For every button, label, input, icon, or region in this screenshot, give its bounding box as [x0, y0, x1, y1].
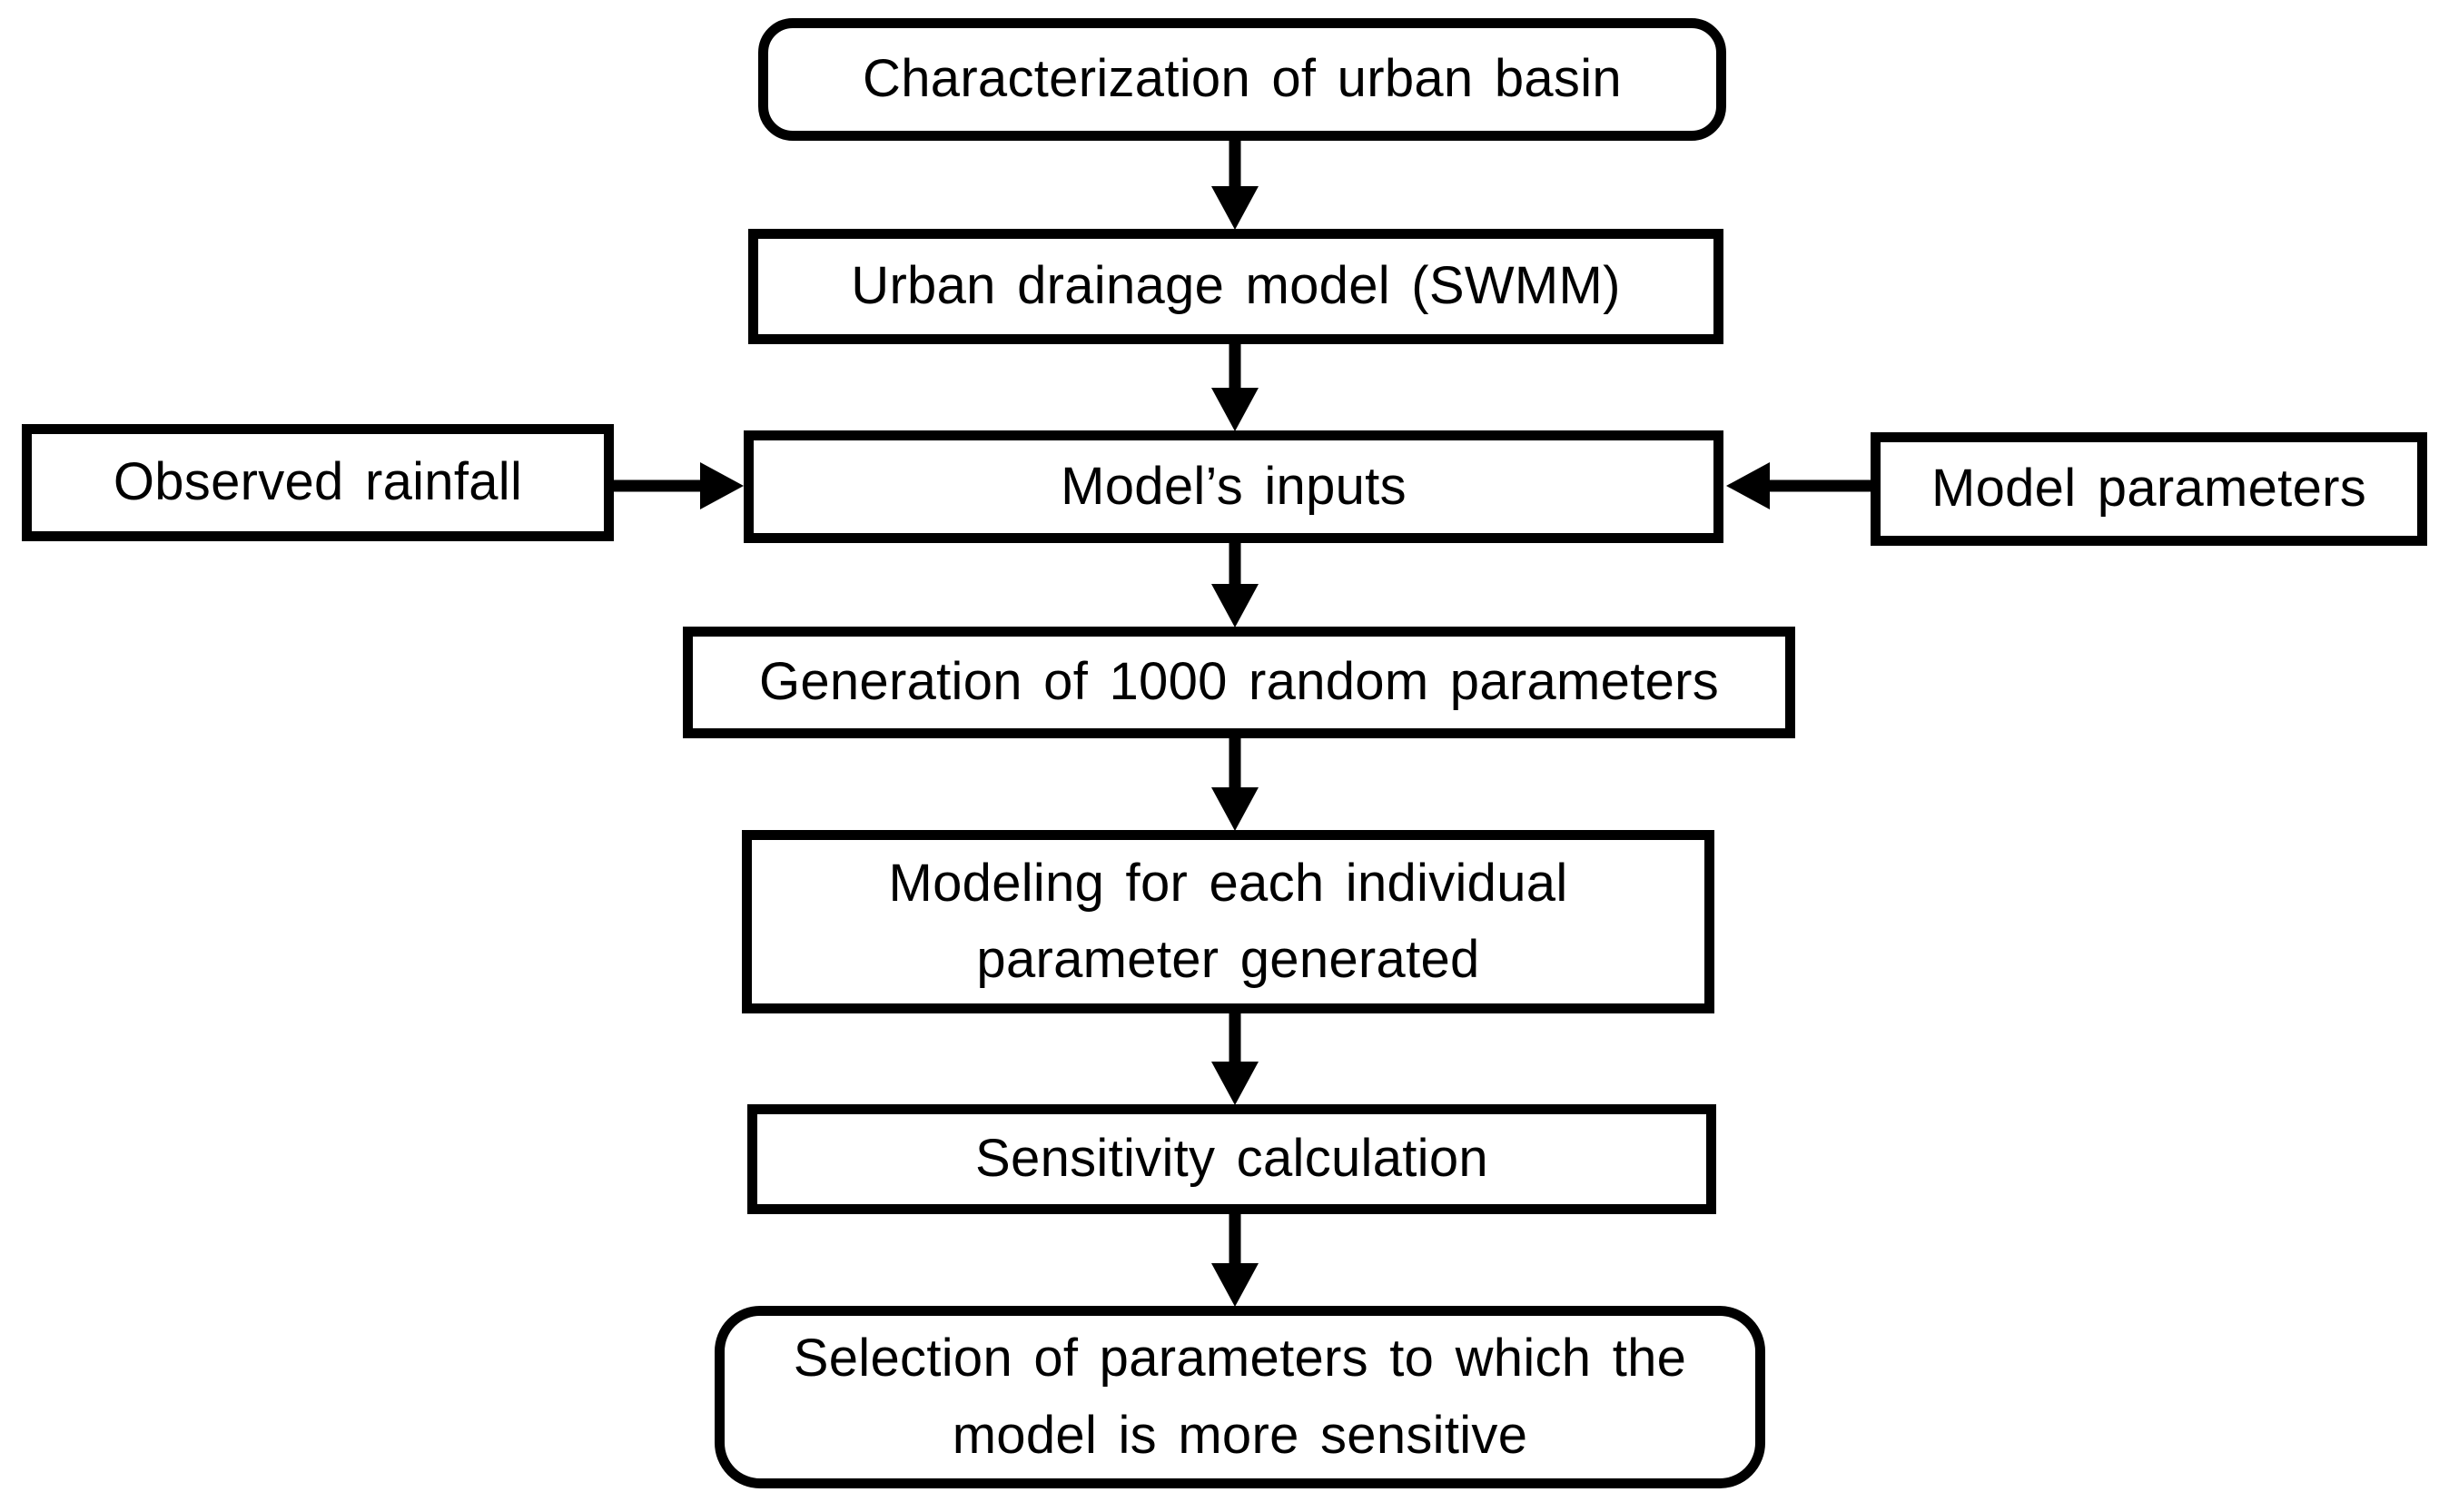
arrow-generation-to-modeling-icon: [1211, 734, 1259, 831]
arrow-sensitivity-to-selection-icon: [1211, 1211, 1259, 1307]
arrow-drainage-to-inputs-icon: [1211, 340, 1259, 431]
node-urban-drainage-model-swmm: Urban drainage model (SWMM): [748, 229, 1723, 344]
node-sensitivity-calculation: Sensitivity calculation: [747, 1104, 1716, 1214]
arrow-observed-rainfall-to-inputs-icon: [610, 462, 744, 509]
node-model-inputs-label: Model’s inputs: [1061, 456, 1407, 516]
arrow-characterization-to-drainage-icon: [1211, 136, 1259, 230]
node-generation-of-random-parameters: Generation of 1000 random parameters: [683, 627, 1795, 738]
node-model-inputs: Model’s inputs: [744, 430, 1723, 543]
arrow-modeling-to-sensitivity-icon: [1211, 1010, 1259, 1105]
node-modeling-label-line2: parameter generated: [976, 930, 1480, 989]
node-modeling-label: Modeling for each individual parameter g…: [889, 845, 1568, 998]
node-urban-drainage-label: Urban drainage model (SWMM): [851, 256, 1621, 316]
node-selection-of-sensitive-parameters: Selection of parameters to which the mod…: [715, 1306, 1765, 1488]
node-modeling-each-parameter: Modeling for each individual parameter g…: [742, 830, 1714, 1013]
node-selection-label-line1: Selection of parameters to which the: [793, 1329, 1687, 1388]
node-generation-label: Generation of 1000 random parameters: [758, 652, 1720, 712]
node-sensitivity-label: Sensitivity calculation: [975, 1129, 1488, 1189]
arrow-inputs-to-generation-icon: [1211, 539, 1259, 628]
node-characterization-label: Characterization of urban basin: [863, 49, 1622, 109]
node-observed-rainfall: Observed rainfall: [22, 424, 614, 541]
arrow-model-parameters-to-inputs-icon: [1726, 462, 1874, 509]
node-observed-rainfall-label: Observed rainfall: [113, 452, 523, 512]
node-selection-label: Selection of parameters to which the mod…: [794, 1320, 1686, 1473]
node-model-parameters-label: Model parameters: [1930, 459, 2367, 519]
node-modeling-label-line1: Modeling for each individual: [888, 853, 1568, 913]
node-selection-label-line2: model is more sensitive: [952, 1405, 1528, 1465]
node-model-parameters: Model parameters: [1871, 432, 2427, 546]
node-characterization-of-urban-basin: Characterization of urban basin: [758, 18, 1726, 141]
